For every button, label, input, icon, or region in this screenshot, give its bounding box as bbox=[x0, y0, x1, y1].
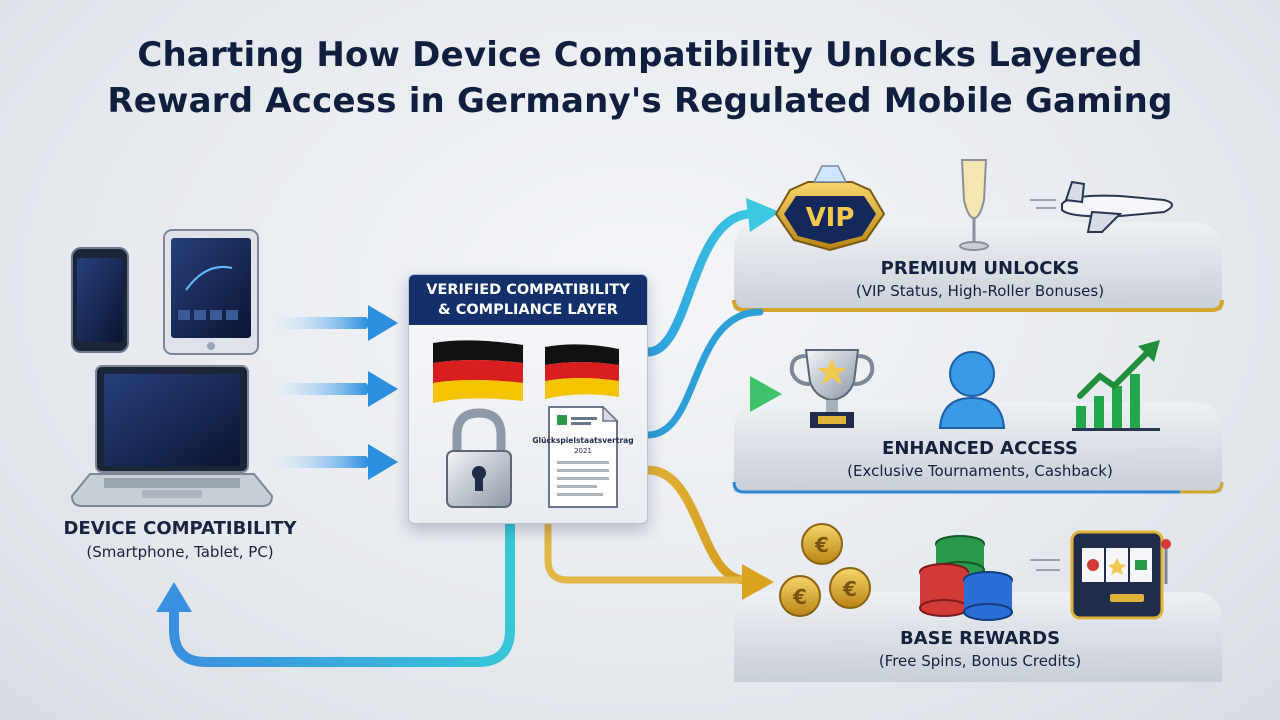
german-flag-icon bbox=[433, 340, 523, 403]
euro-coins-icon: € € € bbox=[779, 523, 871, 617]
enhanced-tier-label: ENHANCED ACCESS (Exclusive Tournaments, … bbox=[740, 438, 1220, 480]
device-caption: DEVICE COMPATIBILITY (Smartphone, Tablet… bbox=[30, 518, 330, 561]
premium-tier-title: PREMIUM UNLOCKS bbox=[880, 258, 1080, 279]
vip-badge-text: VIP bbox=[806, 203, 855, 233]
vip-badge-icon: VIP bbox=[774, 165, 886, 252]
user-icon bbox=[938, 351, 1006, 429]
german-flag-icon-2 bbox=[545, 344, 619, 399]
base-tier-subtitle: (Free Spins, Bonus Credits) bbox=[878, 652, 1082, 670]
flow-to-premium bbox=[643, 198, 780, 357]
title-line-1: Charting How Device Compatibility Unlock… bbox=[137, 35, 1143, 75]
feedback-loop bbox=[156, 519, 515, 667]
premium-platform bbox=[732, 222, 1224, 312]
enhanced-tier-title: ENHANCED ACCESS bbox=[882, 438, 1078, 459]
laptop-icon bbox=[70, 365, 274, 507]
compliance-title-line-2: & COMPLIANCE LAYER bbox=[438, 302, 618, 318]
flow-to-enhanced bbox=[643, 376, 782, 412]
page-title: Charting How Device Compatibility Unlock… bbox=[0, 32, 1280, 124]
slot-machine-icon bbox=[1030, 530, 1171, 620]
compliance-title-line-1: VERIFIED COMPATIBILITY bbox=[426, 282, 630, 298]
base-tier-title: BASE REWARDS bbox=[899, 628, 1061, 649]
document-heading: Glückspielstaatsvertrag bbox=[532, 436, 633, 445]
device-arrow-3 bbox=[272, 444, 398, 480]
compliance-layer: VERIFIED COMPATIBILITY & COMPLIANCE LAYE… bbox=[408, 274, 648, 524]
device-arrow-1 bbox=[272, 305, 398, 341]
title-line-2: Reward Access in Germany's Regulated Mob… bbox=[107, 81, 1173, 121]
compliance-header: VERIFIED COMPATIBILITY & COMPLIANCE LAYE… bbox=[409, 275, 647, 325]
compliance-icons: Glückspielstaatsvertrag 2021 bbox=[433, 340, 634, 508]
growth-chart-icon bbox=[1072, 340, 1160, 431]
device-caption-title: DEVICE COMPATIBILITY bbox=[63, 518, 297, 539]
premium-tier-subtitle: (VIP Status, High-Roller Bonuses) bbox=[855, 282, 1105, 300]
casino-chips-icon bbox=[919, 535, 1013, 621]
flow-to-base bbox=[544, 465, 774, 600]
tablet-icon bbox=[163, 229, 259, 355]
coin-symbol-3: € bbox=[842, 577, 857, 601]
enhanced-tier-subtitle: (Exclusive Tournaments, Cashback) bbox=[847, 462, 1113, 480]
trophy-icon bbox=[789, 349, 875, 428]
premium-tier-label: PREMIUM UNLOCKS (VIP Status, High-Roller… bbox=[740, 258, 1220, 300]
coin-symbol-2: € bbox=[792, 585, 807, 609]
coin-symbol-1: € bbox=[814, 533, 829, 557]
device-arrow-2 bbox=[272, 371, 398, 407]
private-jet-icon bbox=[1030, 180, 1173, 233]
padlock-icon bbox=[446, 408, 512, 508]
regulation-document-icon: Glückspielstaatsvertrag 2021 bbox=[532, 405, 634, 508]
base-tier-label: BASE REWARDS (Free Spins, Bonus Credits) bbox=[740, 628, 1220, 670]
flow-branch-upper bbox=[644, 308, 764, 439]
smartphone-icon bbox=[71, 247, 129, 353]
champagne-icon bbox=[959, 159, 989, 251]
document-year: 2021 bbox=[574, 447, 592, 455]
device-caption-subtitle: (Smartphone, Tablet, PC) bbox=[86, 543, 274, 561]
